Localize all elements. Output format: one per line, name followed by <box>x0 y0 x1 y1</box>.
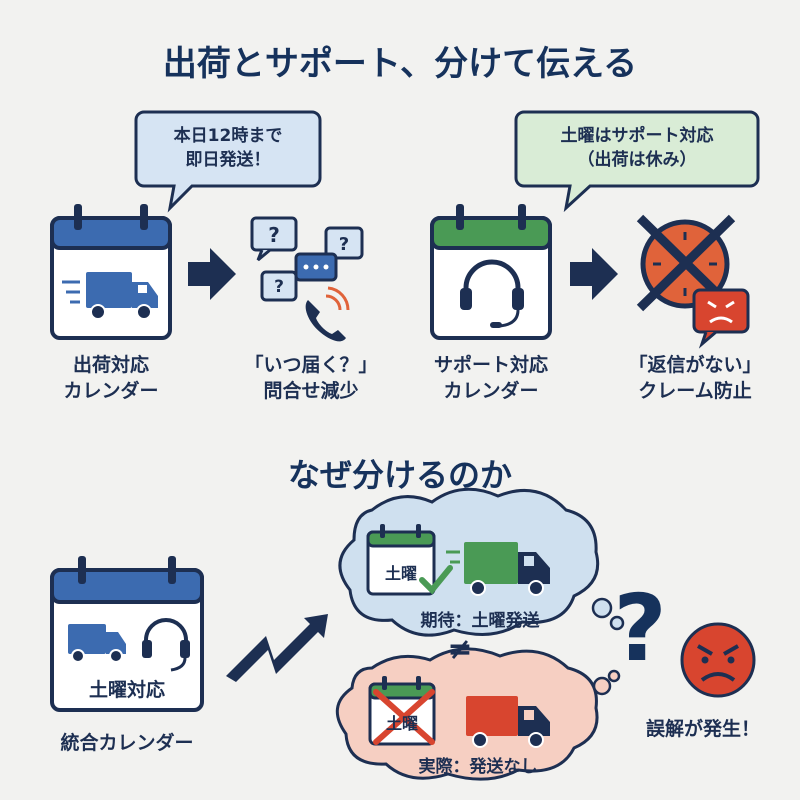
not-equal-sign: ≠ <box>447 632 473 667</box>
question-mark-icon: ? <box>613 575 666 682</box>
expectation-caption: 期待：土曜発送 <box>420 611 540 631</box>
delivery-truck-icon <box>68 624 126 663</box>
delivery-truck-icon <box>62 272 158 320</box>
svg-text:?: ? <box>339 234 349 255</box>
svg-text:?: ? <box>268 223 280 247</box>
reality-calendar-text: 土曜 <box>385 714 418 733</box>
check-icon <box>419 565 453 595</box>
arrow-right-icon <box>570 248 618 300</box>
reality-caption: 実際：発送なし <box>418 757 538 777</box>
support-speech-bubble <box>514 110 760 213</box>
delivery-truck-icon <box>466 696 550 748</box>
phone-ringing-icon <box>305 286 350 342</box>
unified-calendar-icon <box>50 556 204 712</box>
shipping-calendar-label: 出荷対応 カレンダー <box>63 354 159 402</box>
headset-icon <box>142 618 190 672</box>
arrow-right-icon <box>188 248 236 300</box>
cross-icon <box>373 689 435 745</box>
section-subtitle: なぜ分けるのか <box>287 456 512 494</box>
support-calendar-icon <box>430 204 552 340</box>
angry-face-icon <box>680 622 756 698</box>
misunderstanding-label: 誤解が発生！ <box>645 718 760 740</box>
shipping-calendar-icon <box>50 204 172 340</box>
inquiry-chat-icon: ? ? ? <box>250 216 364 302</box>
support-calendar-label: サポート対応 カレンダー <box>433 354 548 402</box>
support-bubble-text: 土曜はサポート対応 （出荷は休み） <box>560 126 714 170</box>
page-title: 出荷とサポート、分けて伝える <box>162 44 638 84</box>
unified-calendar-label: 統合カレンダー <box>60 732 194 754</box>
zigzag-arrow-icon <box>226 614 328 682</box>
angry-message-icon <box>692 288 750 349</box>
svg-text:?: ? <box>274 277 284 297</box>
shipping-bubble-text: 本日12時まで 即日発送！ <box>173 126 283 170</box>
unified-calendar-text: 土曜対応 <box>88 679 165 701</box>
headset-icon <box>460 259 524 328</box>
inquiry-reduction-label: 「いつ届く？」 問合せ減少 <box>244 354 378 402</box>
complaint-prevention-label: 「返信がない」 クレーム防止 <box>628 354 762 402</box>
expectation-calendar-text: 土曜 <box>384 564 417 583</box>
delivery-truck-icon <box>446 542 550 596</box>
calendar-saturday-icon <box>366 524 436 596</box>
shipping-speech-bubble <box>134 110 322 213</box>
